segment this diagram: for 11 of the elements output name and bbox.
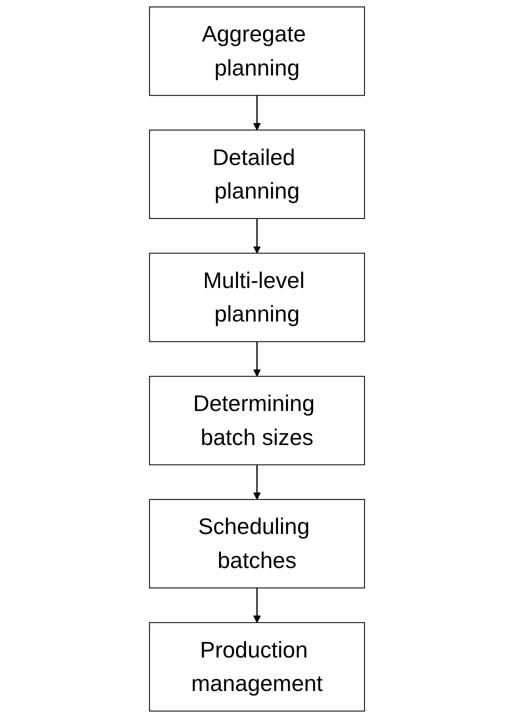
arrow (252, 218, 260, 254)
arrow (252, 464, 260, 500)
arrow (252, 95, 260, 130)
node-box: Detailed planning (148, 130, 364, 219)
arrow (252, 588, 260, 623)
node-box: Scheduling batches (148, 499, 364, 588)
node-box: Aggregate planning (148, 6, 364, 96)
node-box: Determining batch sizes (148, 376, 364, 466)
node-box: Production management (148, 622, 364, 712)
node-box: Multi-level planning (148, 252, 364, 342)
arrow (252, 342, 260, 377)
